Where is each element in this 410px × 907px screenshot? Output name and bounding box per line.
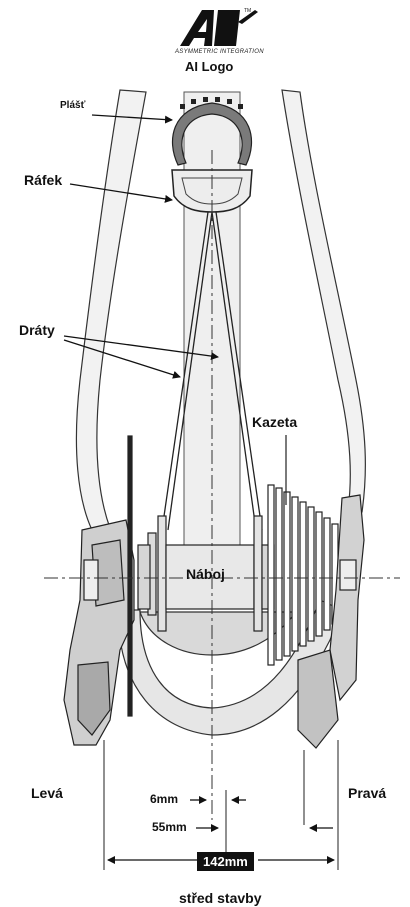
hub [137, 515, 275, 632]
label-left: Levá [31, 785, 63, 801]
logo-trademark: TM [244, 8, 252, 14]
dim-142mm: 142mm [197, 852, 254, 871]
tire-icon [171, 102, 253, 166]
label-frame-center: střed stavby [179, 890, 262, 906]
left-dropout [63, 435, 135, 746]
logo-subtitle: ASYMMETRIC INTEGRATION [175, 49, 264, 55]
dim-55mm: 55mm [152, 820, 187, 834]
logo-caption: AI Logo [185, 59, 234, 74]
ai-logo-icon [180, 10, 258, 46]
label-tire: Plášť [60, 100, 86, 111]
tire-tread [180, 97, 243, 109]
cassette [267, 484, 339, 666]
spokes [161, 211, 263, 531]
label-spokes: Dráty [19, 322, 55, 338]
leader-arrows [63, 114, 335, 864]
right-dropout [297, 494, 365, 749]
label-cassette: Kazeta [252, 414, 298, 430]
label-rim: Ráfek [24, 172, 63, 188]
label-hub: Náboj [186, 566, 225, 582]
label-right: Pravá [348, 785, 387, 801]
dim-6mm: 6mm [150, 792, 179, 806]
